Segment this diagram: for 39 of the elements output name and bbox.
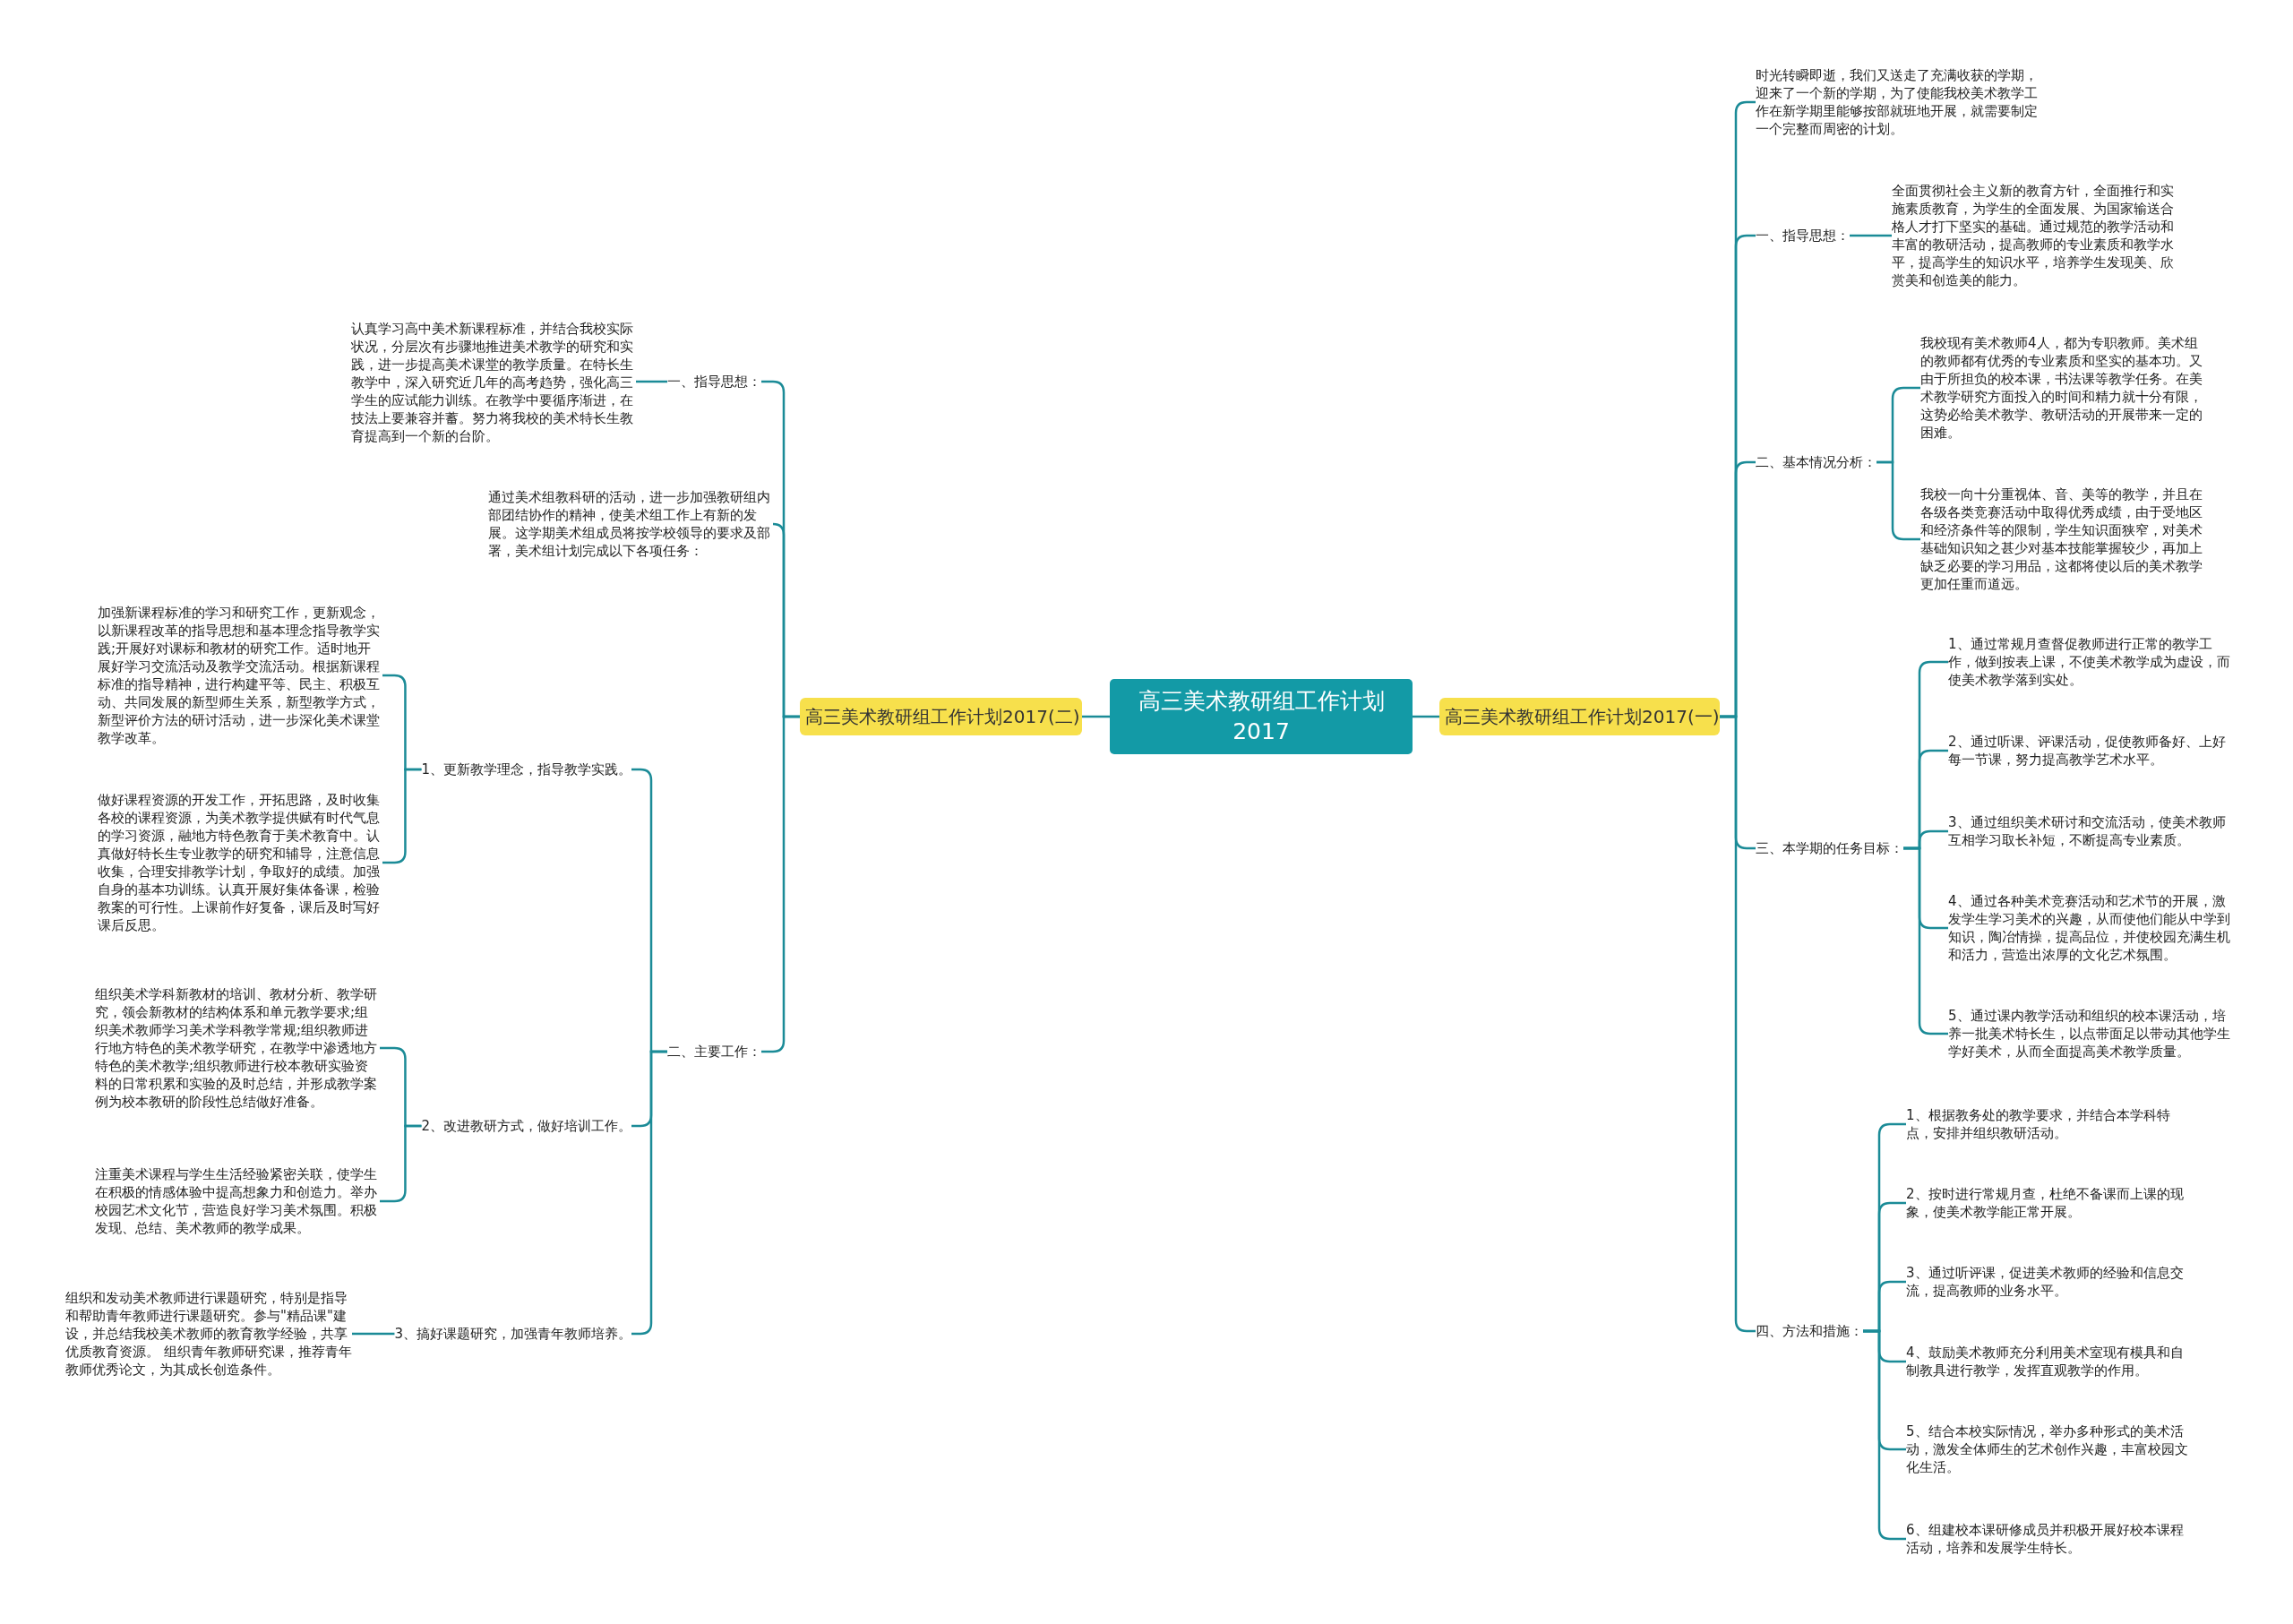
- note-text: 组织和发动美术教师进行课题研究，特别是指导和帮助青年教师进行课题研究。参与"精品课"建设，并总结我校美术教师的教育教学经验，共享优质教育资源。 组织青年教师研究课，推荐青年教师优秀论文，为其成长创造条件。: [65, 1289, 352, 1379]
- note-text: 3、通过组织美术研讨和交流活动，使美术教师互相学习取长补短，不断提高专业素质。: [1948, 813, 2235, 849]
- branch-topic: 高三美术教研组工作计划2017(二): [800, 698, 1082, 735]
- connector-line: [352, 1332, 395, 1336]
- note-text: 5、通过课内教学活动和组织的校本课活动，培养一批美术特长生，以点带面足以带动其他学生学好美术，从而全面提高美术教学质量。: [1948, 1007, 2235, 1061]
- note-text: 我校一向十分重视体、音、美等的教学，并且在各级各类竞赛活动中取得优秀成绩，由于受地区和经济条件等的限制，学生知识面狭窄，对美术基础知识知之甚少对基本技能掌握较少，再加上缺乏必要的学习用品，这都将使以后的美术教学更加任重而道远。: [1920, 485, 2207, 593]
- subtopic-label: 一、指导思想：: [667, 371, 761, 392]
- connector-line: [1082, 715, 1110, 718]
- connector-line: [636, 380, 667, 383]
- note-text: 组织美术学科新教材的培训、教材分析、教学研究，领会新教材的结构体系和单元教学要求;组织美术教师学习美术学科教学常规;组织教师进行地方特色的美术教学研究，在教学中渗透地方特色的美术教学;组织教师进行校本教研实验资料的日常积累和实验的及时总结，并形成教学案例为校本教研的阶段性总结做好准备。: [95, 985, 380, 1111]
- note-text: 注重美术课程与学生生活经验紧密关联，使学生在积极的情感体验中提高想象力和创造力。举办校园艺术文化节，营造良好学习美术氛围。积极发现、总结、美术教师的教学成果。: [95, 1165, 380, 1237]
- note-text: 时光转瞬即逝，我们又送走了充满收获的学期，迎来了一个新的学期，为了使能我校美术教学工作在新学期里能够按部就班地开展，就需要制定一个完整而周密的计划。: [1756, 66, 2040, 138]
- subtopic-label: 2、改进教研方式，做好培训工作。: [421, 1115, 631, 1137]
- note-text: 2、通过听课、评课活动，促使教师备好、上好每一节课，努力提高教学艺术水平。: [1948, 733, 2235, 769]
- note-text: 全面贯彻社会主义新的教育方针，全面推行和实施素质教育，为学生的全面发展、为国家输送合格人才打下坚实的基础。通过规范的教学活动和丰富的教研活动，提高教师的专业素质和教学水平，提高学生的知识水平，培养学生发现美、欣赏美和创造美的能力。: [1892, 182, 2180, 289]
- note-text: 做好课程资源的开发工作，开拓思路，及时收集各校的课程资源，为美术教学提供赋有时代气息的学习资源，融地方特色教育于美术教育中。认真做好特长生专业教学的研究和辅导，注意信息收集，合理安排教学计划，争取好的成绩。加强自身的基本功训练。认真开展好集体备课，检验教案的可行性。上课前作好复备，课后及时写好课后反思。: [98, 791, 382, 934]
- subtopic-label: 3、搞好课题研究，加强青年教师培养。: [394, 1323, 631, 1345]
- central-topic: 高三美术教研组工作计划2017: [1110, 679, 1413, 754]
- note-text: 3、通过听评课，促进美术教师的经验和信息交流，提高教师的业务水平。: [1906, 1264, 2188, 1300]
- note-text: 4、鼓励美术教师充分利用美术室现有模具和自制教具进行教学，发挥直观教学的作用。: [1906, 1344, 2188, 1379]
- subtopic-label: 二、基本情况分析：: [1756, 451, 1876, 473]
- subtopic-label: 一、指导思想：: [1756, 225, 1850, 246]
- branch-topic: 高三美术教研组工作计划2017(一): [1439, 698, 1720, 735]
- subtopic-label: 三、本学期的任务目标：: [1756, 838, 1903, 859]
- note-text: 2、按时进行常规月查，杜绝不备课而上课的现象，使美术教学能正常开展。: [1906, 1185, 2188, 1221]
- note-text: 1、根据教务处的教学要求，并结合本学科特点，安排并组织教研活动。: [1906, 1106, 2188, 1142]
- subtopic-label: 四、方法和措施：: [1756, 1320, 1863, 1342]
- note-text: 通过美术组教科研的活动，进一步加强教研组内部团结协作的精神，使美术组工作上有新的发展。这学期美术组成员将按学校领导的要求及部署，美术组计划完成以下各项任务：: [488, 488, 773, 560]
- note-text: 认真学习高中美术新课程标准，并结合我校实际状况，分层次有步骤地推进美术教学的研究和实践，进一步提高美术课堂的教学质量。在特长生教学中，深入研究近几年的高考趋势，强化高三学生的应试能力训练。在教学中要循序渐进，在技法上要兼容并蓄。努力将我校的美术特长生教育提高到一个新的台阶。: [351, 320, 636, 445]
- note-text: 加强新课程标准的学习和研究工作，更新观念，以新课程改革的指导思想和基本理念指导教学实践;开展好对课标和教材的研究工作。适时地开展好学习交流活动及教学交流活动。根据新课程标准的指导精神，进行构建平等、民主、积极互动、共同发展的新型师生关系，新型教学方式，新型评价方法的研讨活动，进一步深化美术课堂教学改革。: [98, 604, 382, 747]
- note-text: 1、通过常规月查督促教师进行正常的教学工作，做到按表上课，不使美术教学成为虚设，而使美术教学落到实处。: [1948, 635, 2235, 689]
- note-text: 4、通过各种美术竞赛活动和艺术节的开展，激发学生学习美术的兴趣，从而使他们能从中学到知识，陶冶情操，提高品位，并使校园充满生机和活力，营造出浓厚的文化艺术氛围。: [1948, 892, 2235, 964]
- connector-line: [1413, 715, 1439, 718]
- note-text: 我校现有美术教师4人，都为专职教师。美术组的教师都有优秀的专业素质和坚实的基本功。又由于所担负的校本课，书法课等教学任务。在美术教学研究方面投入的时间和精力就十分有限，这势必给美术教学、教研活动的开展带来一定的困难。: [1920, 334, 2207, 442]
- connector-line: [1850, 234, 1892, 237]
- note-text: 6、组建校本课研修成员并积极开展好校本课程活动，培养和发展学生特长。: [1906, 1521, 2188, 1557]
- note-text: 5、结合本校实际情况，举办多种形式的美术活动，激发全体师生的艺术创作兴趣，丰富校园文化生活。: [1906, 1422, 2188, 1476]
- subtopic-label: 二、主要工作：: [667, 1041, 761, 1062]
- subtopic-label: 1、更新教学理念，指导教学实践。: [421, 759, 631, 780]
